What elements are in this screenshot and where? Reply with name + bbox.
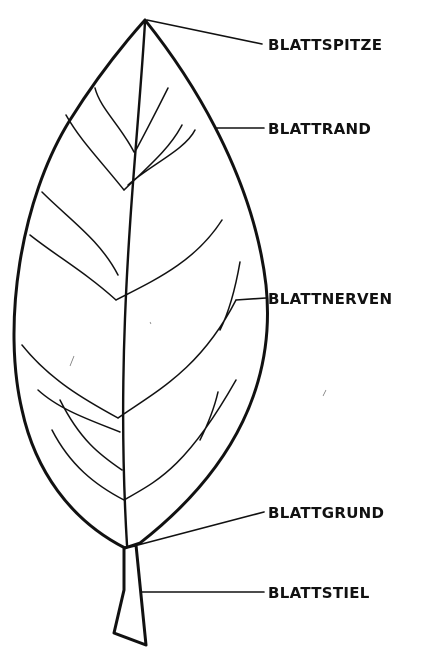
vein	[118, 300, 236, 418]
vein	[22, 345, 118, 418]
vein	[95, 88, 134, 152]
scan-speck	[150, 322, 151, 324]
midrib	[123, 22, 145, 545]
label-blattspitze: BLATTSPITZE	[268, 36, 382, 54]
vein	[52, 430, 124, 500]
label-blattstiel: BLATTSTIEL	[268, 584, 370, 602]
vein	[200, 392, 218, 440]
vein	[66, 115, 124, 190]
vein	[124, 380, 236, 500]
label-blattnerven: BLATTNERVEN	[268, 290, 392, 308]
petiole	[114, 545, 146, 645]
label-blattrand: BLATTRAND	[268, 120, 371, 138]
leader-line-veins	[236, 298, 266, 300]
scan-speck	[323, 390, 326, 396]
vein	[220, 262, 240, 330]
label-blattgrund: BLATTGRUND	[268, 504, 384, 522]
leader-line-tip	[147, 20, 262, 44]
scan-speck	[70, 356, 74, 366]
vein	[42, 192, 118, 275]
vein	[116, 220, 222, 300]
vein	[38, 390, 120, 432]
vein	[30, 235, 116, 300]
vein	[128, 130, 195, 185]
